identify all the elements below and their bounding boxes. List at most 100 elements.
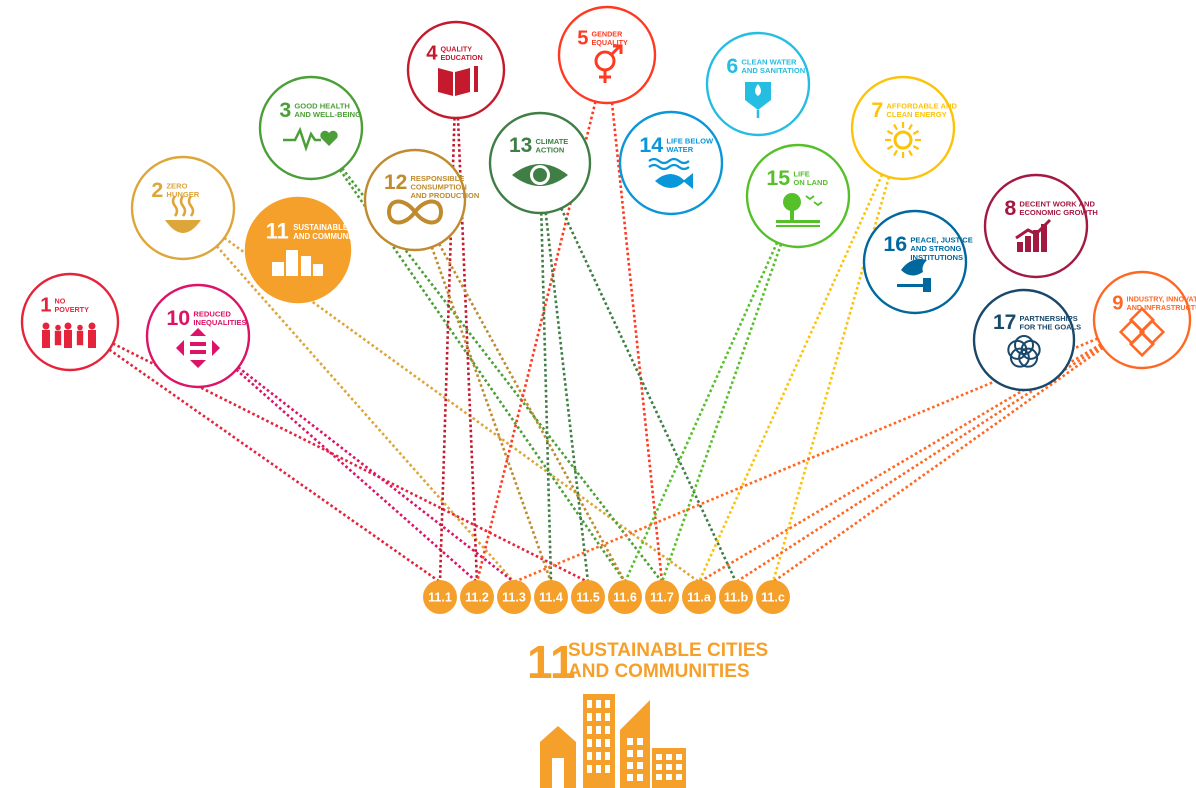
target-11-b: 11.b <box>719 580 753 614</box>
goal-label-line: LIFE <box>793 169 809 178</box>
goal-number: 15 <box>766 166 790 190</box>
link-g10-11-3 <box>237 366 515 584</box>
link-g1-11-1 <box>108 348 441 584</box>
target-circle <box>756 580 790 614</box>
link-g15-11-7 <box>660 243 783 583</box>
window <box>605 765 610 773</box>
goal-label-line: ECONOMIC GROWTH <box>1019 208 1097 217</box>
link-g13-11-b <box>560 207 738 583</box>
goal-number: 8 <box>1004 196 1016 220</box>
target-label: 11.5 <box>576 591 600 605</box>
link-g7-11-a <box>697 173 884 583</box>
target-11-2: 11.2 <box>460 580 494 614</box>
city-buildings-icon <box>540 694 686 788</box>
goal-label-line: AND STRONG <box>910 244 961 253</box>
target-11-4: 11.4 <box>534 580 568 614</box>
window <box>637 762 643 769</box>
goal-label-line: ACTION <box>536 145 565 154</box>
window <box>596 713 601 721</box>
goal-label-line: PARTNERSHIPS <box>1020 314 1078 323</box>
window <box>656 754 662 760</box>
goal-number: 5 <box>577 27 588 49</box>
goal-label-line: REDUCED <box>193 309 231 318</box>
goal-label-line: GENDER <box>592 30 624 39</box>
goal-label-line: NO <box>55 297 66 306</box>
links-layer <box>108 101 1104 584</box>
goal-number: 9 <box>1112 292 1123 314</box>
main-goal-title-line2: AND COMMUNITIES <box>568 661 750 682</box>
goal-label-line: INSTITUTIONS <box>910 253 963 262</box>
window <box>587 700 592 708</box>
target-circle <box>497 580 531 614</box>
target-label: 11.4 <box>539 591 563 605</box>
goal-number: 4 <box>426 42 438 64</box>
city-building-shape <box>540 726 576 788</box>
tree-birds-icon <box>776 193 823 227</box>
window <box>676 774 682 780</box>
target-label: 11.3 <box>502 591 526 605</box>
target-11-5: 11.5 <box>571 580 605 614</box>
window <box>596 700 601 708</box>
goal-number: 12 <box>384 171 407 194</box>
equality-arrows-icon <box>176 328 220 368</box>
target-circle <box>571 580 605 614</box>
fish-icon <box>648 157 693 189</box>
window <box>587 752 592 760</box>
target-label: 11.2 <box>465 591 489 605</box>
window <box>605 700 610 708</box>
goal-label-line: EQUALITY <box>592 38 629 47</box>
goal-label-line: AND WELL-BEING <box>294 110 361 119</box>
window <box>627 774 633 781</box>
window <box>627 750 633 757</box>
link-g2-11-a <box>223 236 700 584</box>
window <box>637 774 643 781</box>
link-g9-11-c <box>772 346 1104 584</box>
window <box>627 738 633 745</box>
goal-label-line: INDUSTRY, INNOVATION <box>1127 295 1196 304</box>
goal-circle <box>618 110 724 216</box>
target-11-1: 11.1 <box>423 580 457 614</box>
link-g5-11-2 <box>475 101 597 583</box>
target-11-c: 11.c <box>756 580 790 614</box>
goal-label-line: RESPONSIBLE <box>411 174 465 183</box>
goal-circle <box>488 111 592 215</box>
goal-label-line: PEACE, JUSTICE <box>910 235 972 244</box>
target-circle <box>682 580 716 614</box>
goal-label-line: CLEAN ENERGY <box>886 110 946 119</box>
goal-circle <box>557 5 657 105</box>
window <box>637 738 643 745</box>
goal-number: 10 <box>166 306 190 330</box>
link-g12-11-4 <box>430 246 553 583</box>
target-11-6: 11.6 <box>608 580 642 614</box>
target-circle <box>608 580 642 614</box>
goal-number: 11 <box>266 219 289 244</box>
target-label: 11.a <box>687 591 712 605</box>
goal-label-line: ZERO <box>166 181 187 190</box>
goal-circle <box>406 20 506 120</box>
target-label: 11.6 <box>613 591 637 605</box>
goal-label-line: GOOD HEALTH <box>294 101 350 110</box>
window <box>605 752 610 760</box>
main-goal-number: 11 <box>527 636 576 688</box>
link-g4-11-2 <box>456 117 479 583</box>
goal-label-line: AFFORDABLE AND <box>886 101 957 110</box>
window <box>666 754 672 760</box>
window <box>605 713 610 721</box>
goal-label-line: CONSUMPTION <box>411 182 467 191</box>
target-label: 11.b <box>724 591 749 605</box>
target-circle <box>645 580 679 614</box>
heartbeat-icon <box>283 126 338 152</box>
link-g12-11-6 <box>437 243 627 583</box>
goal-label-line: INEQUALITIES <box>193 318 246 327</box>
window <box>605 726 610 734</box>
